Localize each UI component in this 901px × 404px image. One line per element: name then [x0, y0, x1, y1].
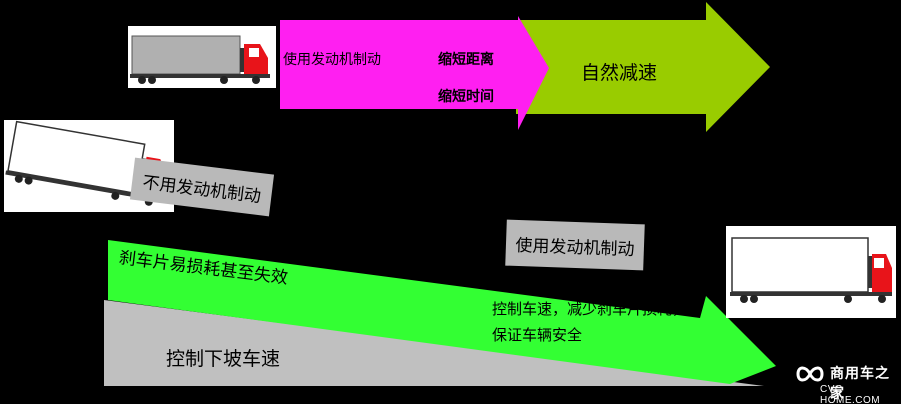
control-speed-line2: 保证车辆安全 [492, 326, 583, 344]
engine-brake-label: 使用发动机制动 [283, 52, 381, 68]
shorten-distance-label: 缩短距离 [438, 52, 494, 68]
logo-cn-text: 商用车之家 [830, 366, 890, 402]
logo-en-text: CVC HOME.COM [820, 384, 881, 404]
control-speed-line1: 控制车速，减少刹车片损耗， [492, 300, 688, 318]
engine-brake-arrow [280, 16, 549, 130]
truck-icon [730, 237, 892, 303]
natural-deceleration-arrow [516, 2, 770, 132]
cvc-home-logo: 商用车之家 CVC HOME.COM [794, 360, 896, 404]
use-engine-brake-label: 使用发动机制动 [505, 219, 645, 271]
downhill-speed-label: 控制下坡车速 [166, 348, 281, 370]
shorten-time-label: 缩短时间 [438, 89, 494, 105]
downhill-green-arrow [108, 240, 776, 384]
natural-deceleration-label: 自然减速 [581, 62, 658, 84]
truck-icon [130, 35, 270, 84]
truck-card-top [128, 26, 276, 88]
truck-card-right [726, 226, 896, 318]
infinity-logo-icon [796, 366, 824, 382]
